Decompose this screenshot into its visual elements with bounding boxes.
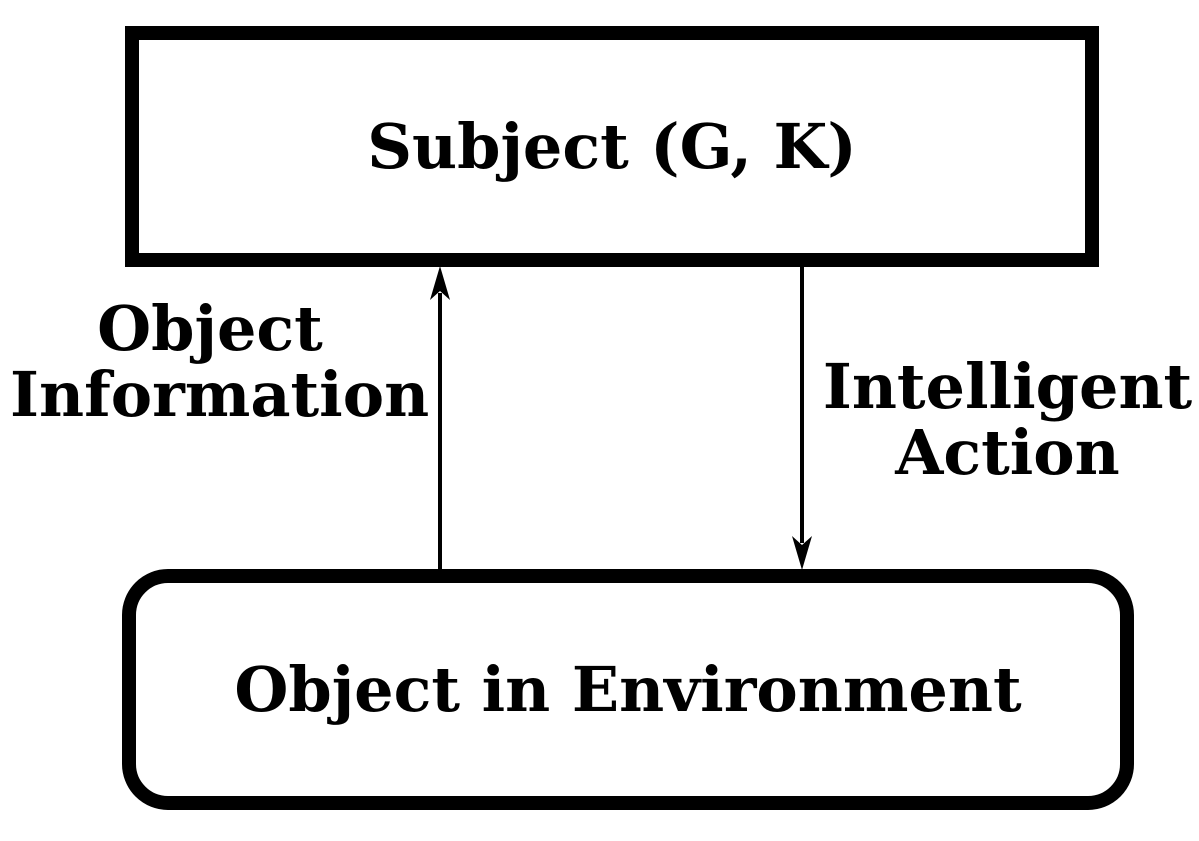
subject-node: Subject (G, K)	[125, 26, 1099, 267]
arrowhead-up-icon	[430, 266, 450, 300]
object-information-label: Object Information	[10, 292, 430, 431]
intelligent-action-arrow	[792, 267, 812, 570]
object-in-environment-node: Object in Environment	[122, 569, 1134, 810]
arrowhead-down-icon	[792, 536, 812, 570]
object-information-arrow	[430, 266, 450, 569]
object-in-environment-node-label: Object in Environment	[234, 652, 1022, 726]
intelligent-action-label: Intelligent Action	[822, 350, 1193, 489]
subject-node-label: Subject (G, K)	[367, 109, 857, 183]
